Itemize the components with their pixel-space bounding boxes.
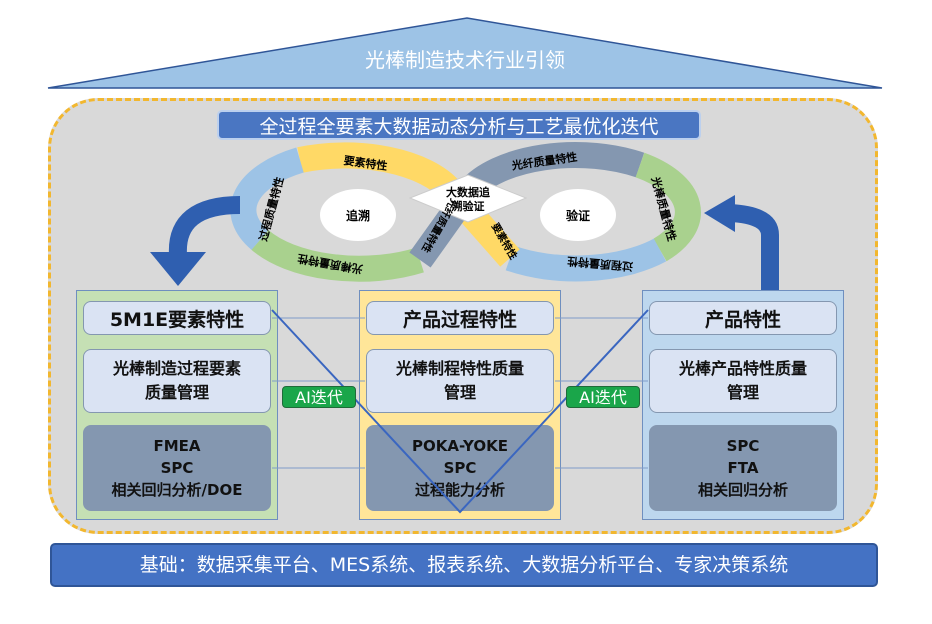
panel-middle: 光棒制程特性质量管理 (366, 349, 554, 413)
loop-segment-yellow-left (297, 142, 460, 199)
arrow-left-head (150, 252, 206, 286)
hub-left (320, 189, 396, 241)
roof (47, 17, 883, 89)
panel-middle: 光棒制造过程要素质量管理 (83, 349, 271, 413)
loop-segment-green-right (635, 152, 701, 262)
loop-segment-blue-right (505, 238, 667, 282)
center-diamond (408, 174, 528, 223)
infinity-loop: 追溯 验证 大数据追 溯验证 要素特性 过程质量特性 光棒质量特性 光纤质量特性… (150, 142, 779, 290)
seg-label: 过程质量特性 (567, 254, 634, 274)
loop-segment-green-left (251, 229, 424, 282)
top-bar-title: 全过程全要素大数据动态分析与工艺最优化迭代 (217, 110, 701, 140)
center-label-1: 大数据追 (446, 185, 491, 199)
loop-segment-blue-left (230, 147, 304, 250)
panel-title: 5M1E要素特性 (83, 301, 271, 335)
hub-right (540, 189, 616, 241)
panel-middle: 光棒产品特性质量管理 (649, 349, 837, 413)
center-label-2: 溯验证 (452, 199, 485, 213)
ai-iteration-badge: AI迭代 (566, 386, 640, 408)
ai-iteration-badge: AI迭代 (282, 386, 356, 408)
foundation-bar: 基础：数据采集平台、MES系统、报表系统、大数据分析平台、专家决策系统 (50, 543, 878, 587)
arrow-left-down-icon (168, 196, 241, 256)
roof-title: 光棒制造技术行业引领 (365, 48, 565, 72)
arrow-right-up-icon (729, 204, 779, 290)
ai-iteration-line (271, 309, 649, 514)
seg-label: 要素特性 (343, 153, 389, 173)
panel-title: 产品过程特性 (366, 301, 554, 335)
loop-segment-gray-right (460, 142, 645, 199)
arrow-right-head (704, 195, 735, 232)
hub-right-label: 验证 (566, 208, 590, 223)
panel-title: 产品特性 (649, 301, 837, 335)
hub-left-label: 追溯 (346, 208, 370, 223)
